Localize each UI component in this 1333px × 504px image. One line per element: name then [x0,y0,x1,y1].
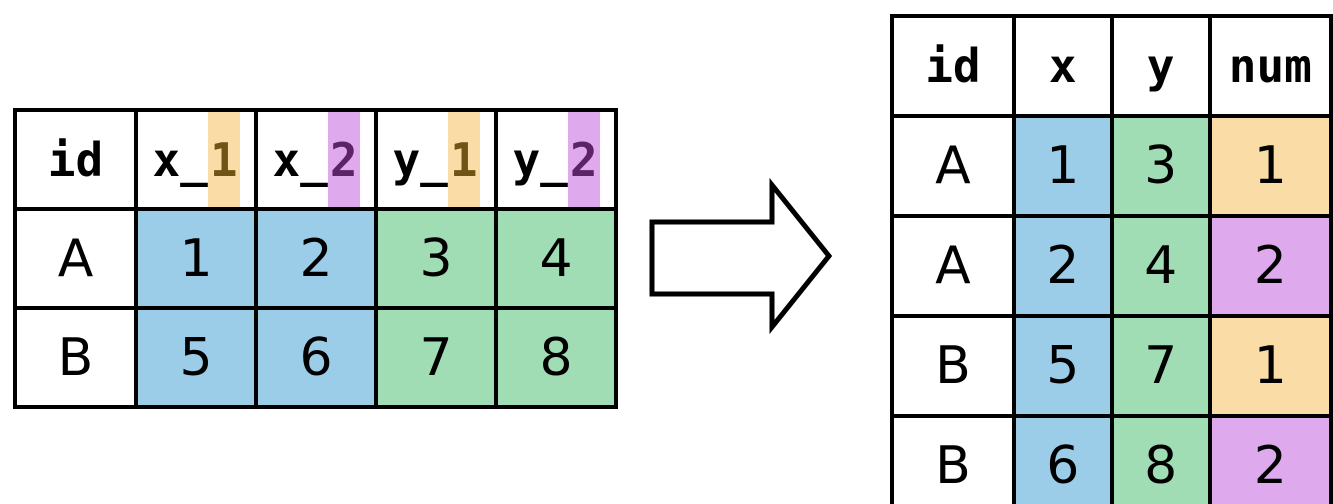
long-row-1: A 1 3 1 [890,114,1333,218]
num-cell: 2 [1207,414,1333,504]
wide-row-b: B 5 6 7 8 [13,306,618,409]
wide-header-id: id [13,108,138,211]
wide-header-x-1: x_1 [134,108,258,211]
id-cell: B [890,414,1016,504]
wide-header-y-2: y_2 [494,108,618,211]
wide-header-row: id x_1 x_2 y_1 y_2 [13,108,618,211]
long-header-num: num [1207,14,1333,118]
long-header-row: id x y num [890,14,1333,118]
long-row-4: B 6 8 2 [890,414,1333,504]
value-cell: 3 [374,207,498,310]
id-cell: A [890,114,1016,218]
header-label: id [47,132,104,187]
x-cell: 2 [1011,214,1114,318]
highlight-stripe: 2 [327,112,360,207]
long-row-2: A 2 4 2 [890,214,1333,318]
header-label: id [925,39,981,93]
header-label: x [1048,39,1077,93]
value-cell: 8 [494,306,618,409]
highlight-stripe: 1 [207,112,240,207]
long-table: id x y num A 1 3 1 A 2 4 2 B 5 7 1 B 6 8… [890,14,1333,504]
num-cell: 2 [1207,214,1333,318]
long-header-x: x [1011,14,1114,118]
long-row-3: B 5 7 1 [890,314,1333,418]
wide-header-y-1: y_1 [374,108,498,211]
wide-header-x-2: x_2 [254,108,378,211]
header-label: num [1228,39,1312,93]
wide-row-a: A 1 2 3 4 [13,207,618,310]
header-digit: 1 [209,132,238,187]
num-cell: 1 [1207,314,1333,418]
y-cell: 3 [1109,114,1212,218]
id-cell: B [890,314,1016,418]
long-header-y: y [1109,14,1212,118]
header-label: y [1146,39,1175,93]
value-cell: 2 [254,207,378,310]
y-cell: 4 [1109,214,1212,318]
value-cell: 5 [134,306,258,409]
value-cell: 1 [134,207,258,310]
x-cell: 6 [1011,414,1114,504]
header-prefix: y_ [512,132,568,187]
header-prefix: x_ [152,132,208,187]
x-cell: 1 [1011,114,1114,218]
value-cell: 7 [374,306,498,409]
x-cell: 5 [1011,314,1114,418]
highlight-stripe: 1 [447,112,480,207]
id-cell: B [13,306,138,409]
header-prefix: y_ [392,132,448,187]
header-digit: 1 [449,132,478,187]
wide-table: id x_1 x_2 y_1 y_2 [13,108,618,409]
transform-right-arrow-icon [649,177,833,335]
header-digit: 2 [569,132,598,187]
id-cell: A [13,207,138,310]
num-cell: 1 [1207,114,1333,218]
highlight-stripe: 2 [567,112,600,207]
id-cell: A [890,214,1016,318]
y-cell: 7 [1109,314,1212,418]
y-cell: 8 [1109,414,1212,504]
header-prefix: x_ [272,132,328,187]
value-cell: 6 [254,306,378,409]
long-header-id: id [890,14,1016,118]
header-digit: 2 [329,132,358,187]
value-cell: 4 [494,207,618,310]
